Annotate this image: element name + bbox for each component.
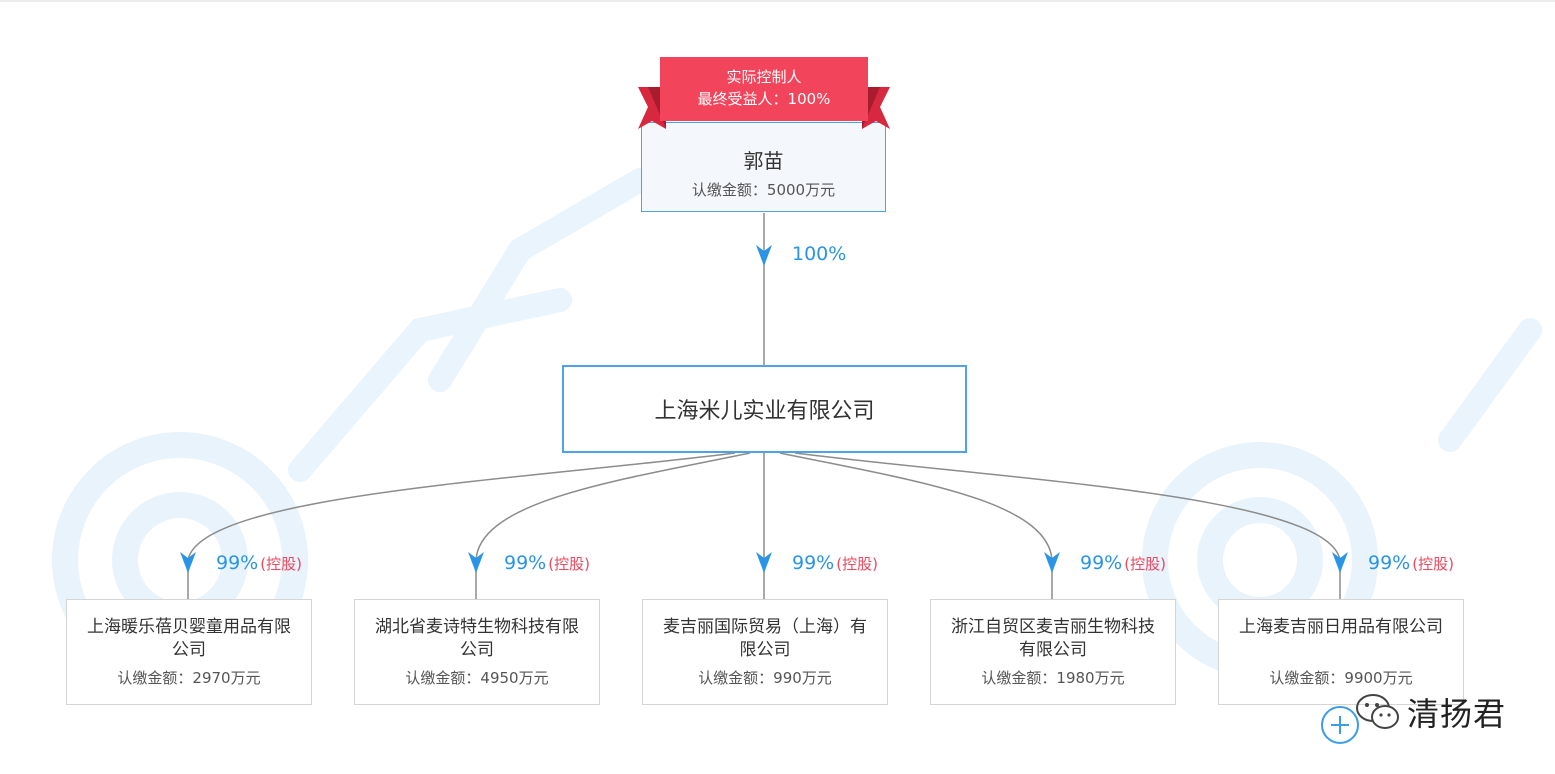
subsidiary-node[interactable]: 湖北省麦诗特生物科技有限公司 认缴金额：4950万元	[354, 599, 600, 705]
percent-value: 99%	[1080, 552, 1123, 574]
wechat-icon	[1355, 692, 1401, 732]
percent-value: 99%	[216, 552, 259, 574]
subsidiary-amount: 认缴金额：9900万元	[1269, 669, 1413, 687]
holding-tag: (控股)	[260, 555, 302, 573]
wechat-brand: 清扬君	[1355, 690, 1506, 734]
subsidiary-percent: 99%(控股)	[216, 552, 302, 574]
subsidiary-name: 浙江自贸区麦吉丽生物科技有限公司	[951, 617, 1155, 660]
controller-percent: 100%	[792, 243, 847, 265]
subsidiary-percent: 99%(控股)	[504, 552, 590, 574]
ribbon-beneficiary: 最终受益人：100%	[697, 90, 831, 108]
holding-tag: (控股)	[836, 555, 878, 573]
actual-controller-ribbon: 实际控制人 最终受益人：100%	[638, 57, 890, 132]
subsidiary-amount: 认缴金额：990万元	[698, 669, 832, 687]
holding-tag: (控股)	[1412, 555, 1454, 573]
percent-value: 99%	[504, 552, 547, 574]
subsidiary-percent: 99%(控股)	[1080, 552, 1166, 574]
subsidiary-amount: 认缴金额：1980万元	[981, 669, 1125, 687]
subsidiary-name: 上海暖乐蓓贝婴童用品有限公司	[87, 617, 291, 660]
ribbon-title: 实际控制人	[726, 68, 802, 86]
holding-tag: (控股)	[1124, 555, 1166, 573]
controller-node[interactable]: 郭苗 认缴金额：5000万元	[641, 122, 886, 212]
plus-circle-icon[interactable]	[1321, 706, 1359, 744]
subsidiary-amount: 认缴金额：4950万元	[405, 669, 549, 687]
brand-name: 清扬君	[1407, 695, 1507, 733]
controller-name: 郭苗	[743, 149, 784, 173]
subsidiary-name: 麦吉丽国际贸易（上海）有限公司	[663, 617, 867, 660]
percent-value: 99%	[792, 552, 835, 574]
subsidiary-name: 上海麦吉丽日用品有限公司	[1239, 617, 1443, 637]
controller-amount: 认缴金额：5000万元	[691, 181, 836, 199]
holding-tag: (控股)	[548, 555, 590, 573]
main-company-node[interactable]: 上海米儿实业有限公司	[562, 365, 967, 453]
top-divider	[0, 0, 1555, 2]
subsidiary-percent: 99%(控股)	[1368, 552, 1454, 574]
subsidiary-name: 湖北省麦诗特生物科技有限公司	[375, 617, 579, 660]
subsidiary-node[interactable]: 上海暖乐蓓贝婴童用品有限公司 认缴金额：2970万元	[66, 599, 312, 705]
subsidiary-node[interactable]: 浙江自贸区麦吉丽生物科技有限公司 认缴金额：1980万元	[930, 599, 1176, 705]
subsidiary-node[interactable]: 上海麦吉丽日用品有限公司 认缴金额：9900万元	[1218, 599, 1464, 705]
subsidiary-node[interactable]: 麦吉丽国际贸易（上海）有限公司 认缴金额：990万元	[642, 599, 888, 705]
subsidiary-percent: 99%(控股)	[792, 552, 878, 574]
percent-value: 99%	[1368, 552, 1411, 574]
subsidiary-amount: 认缴金额：2970万元	[117, 669, 261, 687]
